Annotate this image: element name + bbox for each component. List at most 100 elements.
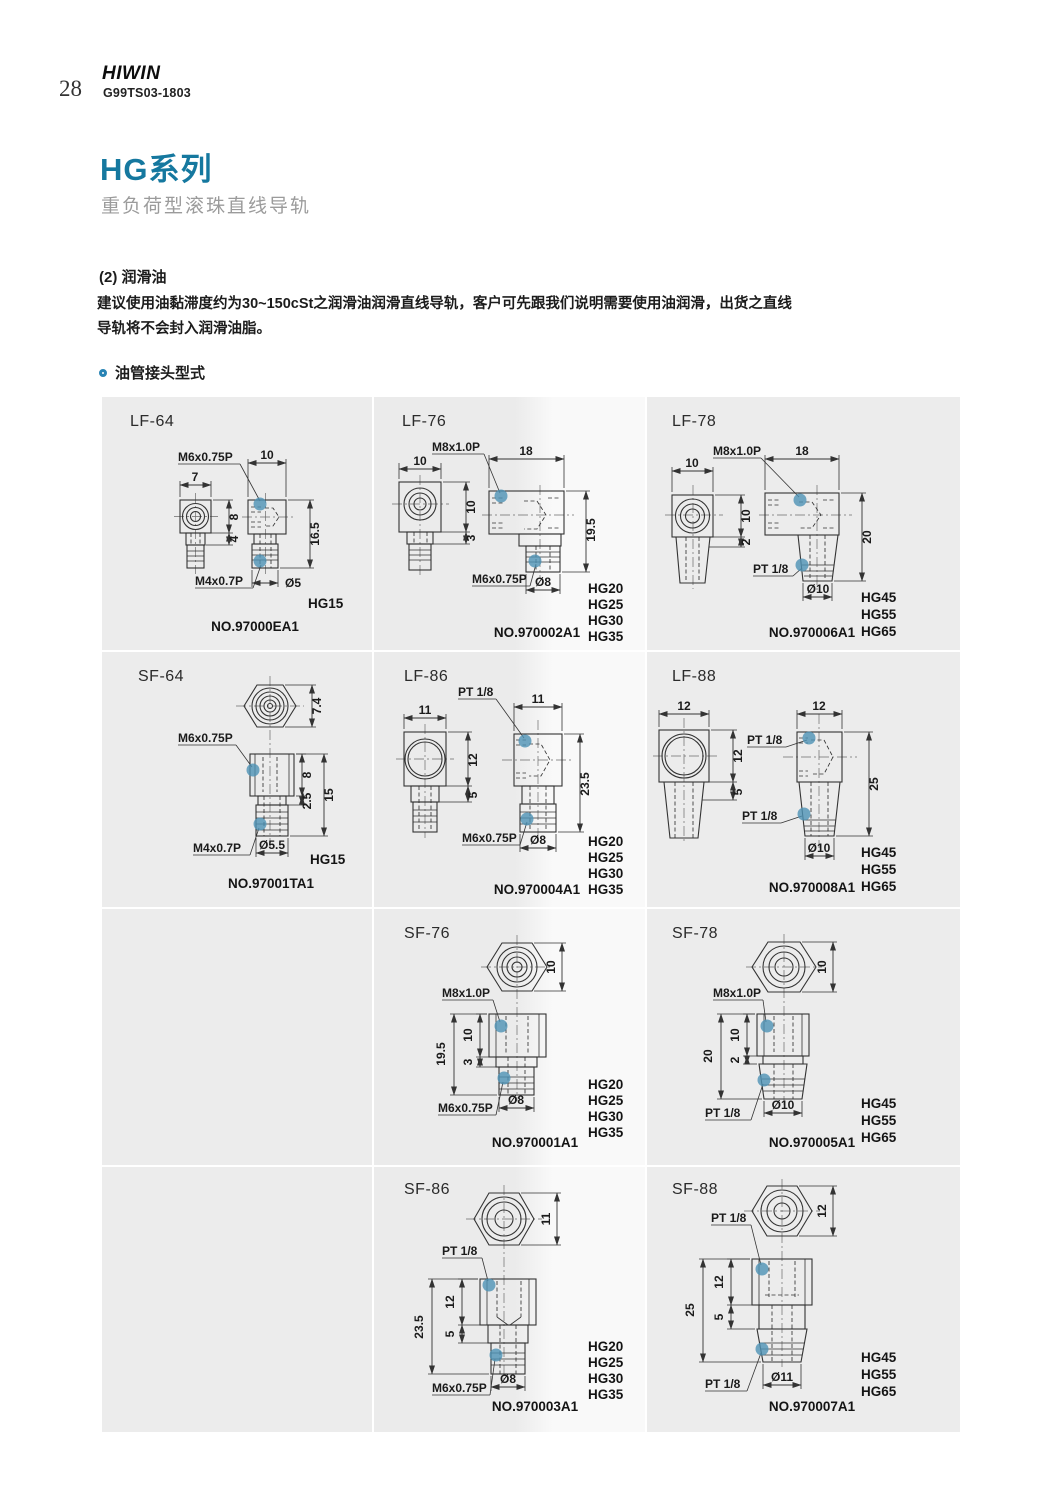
dim-label: 2 — [739, 538, 753, 545]
rail-size: HG55 — [861, 1113, 897, 1128]
technical-drawing: 10 10 2 20 Ø10 M8x1.0P PT 1/8 — [701, 934, 837, 1121]
thread-callout: M4x0.7P — [195, 574, 243, 588]
fitting-title: SF-88 — [672, 1181, 719, 1198]
thread-callout: M6x0.75P — [432, 1381, 487, 1395]
empty-cell — [102, 909, 372, 1165]
part-number: NO.970006A1 — [768, 625, 856, 640]
rail-size: HG45 — [861, 845, 897, 860]
series-subtitle: 重负荷型滚珠直线导轨 — [101, 196, 312, 217]
dim-label: 7.4 — [310, 697, 324, 714]
rail-size: HG35 — [588, 882, 624, 897]
thread-callout: M4x0.7P — [193, 841, 241, 855]
rail-size: HG15 — [310, 852, 346, 867]
dim-label: 3 — [464, 534, 478, 541]
dim-label: 10 — [815, 960, 829, 974]
thread-callout: M6x0.75P — [178, 450, 233, 464]
dim-label: 10 — [461, 1028, 475, 1042]
rail-size: HG30 — [588, 1371, 624, 1386]
rail-size: HG45 — [861, 1350, 897, 1365]
fitting-title: LF-64 — [130, 413, 175, 430]
thread-callout: PT 1/8 — [705, 1377, 741, 1391]
technical-drawing: 7.4 8 2.5 15 Ø5.5 M6x0.75P M4x0.7P — [178, 676, 336, 857]
dim-label: 16.5 — [308, 522, 322, 546]
leader-dot — [528, 554, 542, 568]
dim-label: 25 — [867, 777, 881, 791]
dim-label: Ø5.5 — [259, 838, 285, 852]
dim-label: 23.5 — [412, 1315, 426, 1339]
dim-label: 7 — [192, 470, 199, 484]
dim-label: 18 — [519, 444, 533, 458]
rail-list: HG15 — [308, 596, 343, 612]
cell-sf-78: SF-78 10 10 2 20 Ø10 M8x1. — [647, 909, 960, 1165]
dim-label: Ø10 — [772, 1098, 795, 1112]
part-number: NO.97001TA1 — [227, 876, 315, 891]
dim-label: 3 — [461, 1058, 475, 1065]
leader-dot — [520, 812, 534, 826]
rail-size: HG45 — [861, 590, 897, 605]
dim-label: 12 — [815, 1204, 829, 1218]
leader-dot — [482, 1278, 496, 1292]
fitting-title: LF-88 — [672, 668, 717, 685]
series-title: HG系列 — [100, 152, 213, 187]
rail-size: HG25 — [588, 1093, 624, 1108]
thread-callout: M6x0.75P — [178, 731, 233, 745]
leader-dot — [757, 1073, 771, 1087]
cell-sf-76: SF-76 10 10 3 19.5 Ø8 M8x1 — [374, 909, 645, 1165]
dim-label: 10 — [544, 960, 558, 974]
dim-label: Ø10 — [808, 841, 831, 855]
rail-list: HG15 — [310, 852, 345, 868]
leader-dot — [518, 734, 532, 748]
leader-dot — [802, 731, 816, 745]
technical-drawing: 12 12 5 25 Ø11 PT 1/8 PT 1/8 — [683, 1179, 837, 1392]
dim-label: 10 — [260, 448, 274, 462]
dim-label: 19.5 — [584, 518, 598, 542]
leader-dot — [253, 817, 267, 831]
dim-label: 20 — [860, 530, 874, 544]
dim-label: 5 — [443, 1330, 457, 1337]
leader-dot — [760, 1019, 774, 1033]
fitting-title: SF-76 — [404, 925, 451, 942]
rail-list: HG20 HG25 HG30 HG35 — [588, 1339, 623, 1403]
cell-lf-88: LF-88 12 12 12 5 — [647, 652, 960, 907]
technical-drawing: 11 11 12 5 23.5 Ø8 PT 1/8 M6x0.75P — [396, 685, 592, 852]
rail-size: HG45 — [861, 1096, 897, 1111]
rail-size: HG30 — [588, 866, 624, 881]
cell-sf-86: SF-86 11 12 5 23.5 Ø8 — [374, 1167, 645, 1432]
part-number: NO.970001A1 — [491, 1135, 579, 1150]
technical-drawing: 10 10 3 19.5 Ø8 M8x1.0P M6x0.75P — [434, 935, 566, 1116]
dim-label: Ø8 — [535, 575, 551, 589]
leader-dot — [253, 554, 267, 568]
dim-label: 5 — [466, 791, 480, 798]
dim-label: 8 — [300, 771, 314, 778]
sub-heading-label: 油管接头型式 — [115, 365, 206, 382]
part-number: NO.970003A1 — [491, 1399, 579, 1414]
technical-drawing: 11 12 5 23.5 Ø8 PT 1/8 M6x0.75P — [412, 1185, 561, 1396]
rail-size: HG20 — [588, 1339, 624, 1354]
rail-size: HG20 — [588, 1077, 624, 1092]
rail-list: HG45 HG55 HG65 — [861, 1095, 896, 1146]
technical-drawing: 10 18 10 2 20 Ø10 M8x1.0P PT 1/8 — [665, 444, 874, 601]
technical-drawing: 12 12 12 5 25 Ø10 PT 1/8 PT 1/8 — [653, 699, 881, 860]
section-body: 建议使用油黏滞度约为30~150cSt之润滑油润滑直线导轨，客户可先跟我们说明需… — [97, 292, 912, 342]
fitting-title: SF-86 — [404, 1181, 451, 1198]
thread-callout: M8x1.0P — [713, 986, 761, 1000]
part-number: NO.970008A1 — [768, 880, 856, 895]
body-line: 导轨将不会封入润滑油脂。 — [97, 321, 271, 337]
rail-size: HG65 — [861, 624, 897, 639]
leader-dot — [497, 1071, 511, 1085]
thread-callout: PT 1/8 — [458, 685, 494, 699]
leader-dot — [494, 489, 508, 503]
rail-size: HG65 — [861, 1130, 897, 1145]
dim-label: 12 — [812, 699, 826, 713]
dim-label: 2.5 — [300, 792, 314, 809]
part-number: NO.970002A1 — [493, 625, 581, 640]
dim-label: 25 — [683, 1303, 697, 1317]
dim-label: 10 — [413, 454, 427, 468]
dim-label: 19.5 — [434, 1042, 448, 1066]
thread-callout: PT 1/8 — [747, 733, 783, 747]
dim-label: 20 — [701, 1049, 715, 1063]
part-number: NO.970005A1 — [768, 1135, 856, 1150]
rail-list: HG45 HG55 HG65 — [861, 844, 896, 895]
technical-drawing: 7 10 8 4 16.5 Ø5 M6x0.75P M4x0.7P — [174, 448, 322, 590]
rail-list: HG20 HG25 HG30 HG35 — [588, 1077, 623, 1141]
